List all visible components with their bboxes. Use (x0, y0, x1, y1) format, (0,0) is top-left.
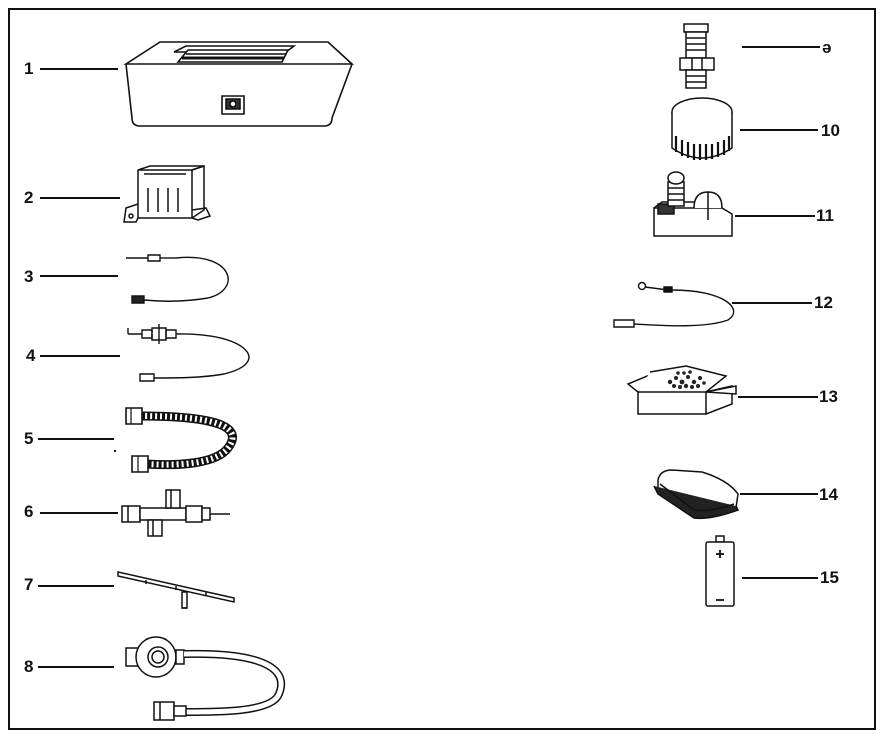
regulator-hose-icon (120, 632, 290, 724)
corrugated-hose-icon (118, 402, 248, 476)
part-number-15: 15 (820, 568, 839, 587)
leader-line-11 (735, 215, 815, 217)
leader-line-6 (40, 512, 118, 514)
ground-wire-icon (606, 280, 736, 332)
part-number-4: 4 (26, 346, 36, 365)
push-button-igniter-icon (650, 168, 740, 242)
part-number-13: 13 (819, 387, 838, 406)
leader-line-8 (38, 666, 114, 668)
part-number-9: ə (822, 38, 832, 57)
dot-mark (114, 450, 116, 452)
gas-valve-icon (118, 488, 234, 540)
part-number-11: 11 (816, 206, 834, 225)
leader-line-5 (38, 438, 114, 440)
diagram-frame (8, 8, 876, 730)
leader-line-12 (732, 302, 812, 304)
burner-tube-icon (116, 568, 240, 612)
part-number-10: 10 (821, 121, 840, 140)
leader-line-9 (742, 46, 820, 48)
part-number-12: 12 (814, 293, 833, 312)
burner-bracket-icon (120, 164, 212, 230)
leader-line-1 (40, 68, 118, 70)
leader-line-7 (38, 585, 114, 587)
lava-rock-box-icon (626, 362, 740, 418)
leader-line-13 (738, 396, 818, 398)
part-number-2: 2 (24, 188, 34, 207)
part-number-5: 5 (24, 429, 34, 448)
part-number-7: 7 (24, 575, 34, 594)
leader-line-4 (40, 355, 120, 357)
part-number-8: 8 (24, 657, 34, 676)
fire-pit-table-icon (118, 38, 358, 134)
battery-icon (700, 534, 740, 608)
part-number-6: 6 (24, 502, 34, 521)
leader-line-2 (40, 197, 120, 199)
control-knob-icon (668, 96, 738, 160)
leader-line-15 (742, 577, 818, 579)
leader-line-3 (40, 275, 118, 277)
part-number-3: 3 (24, 267, 34, 286)
igniter-electrode-icon (124, 322, 264, 384)
leader-line-14 (740, 493, 818, 495)
protective-cover-icon (650, 462, 742, 520)
hose-fitting-icon (672, 22, 724, 90)
part-number-14: 14 (819, 485, 838, 504)
part-number-1: 1 (24, 59, 34, 78)
leader-line-10 (740, 129, 818, 131)
thermocouple-icon (124, 250, 242, 308)
